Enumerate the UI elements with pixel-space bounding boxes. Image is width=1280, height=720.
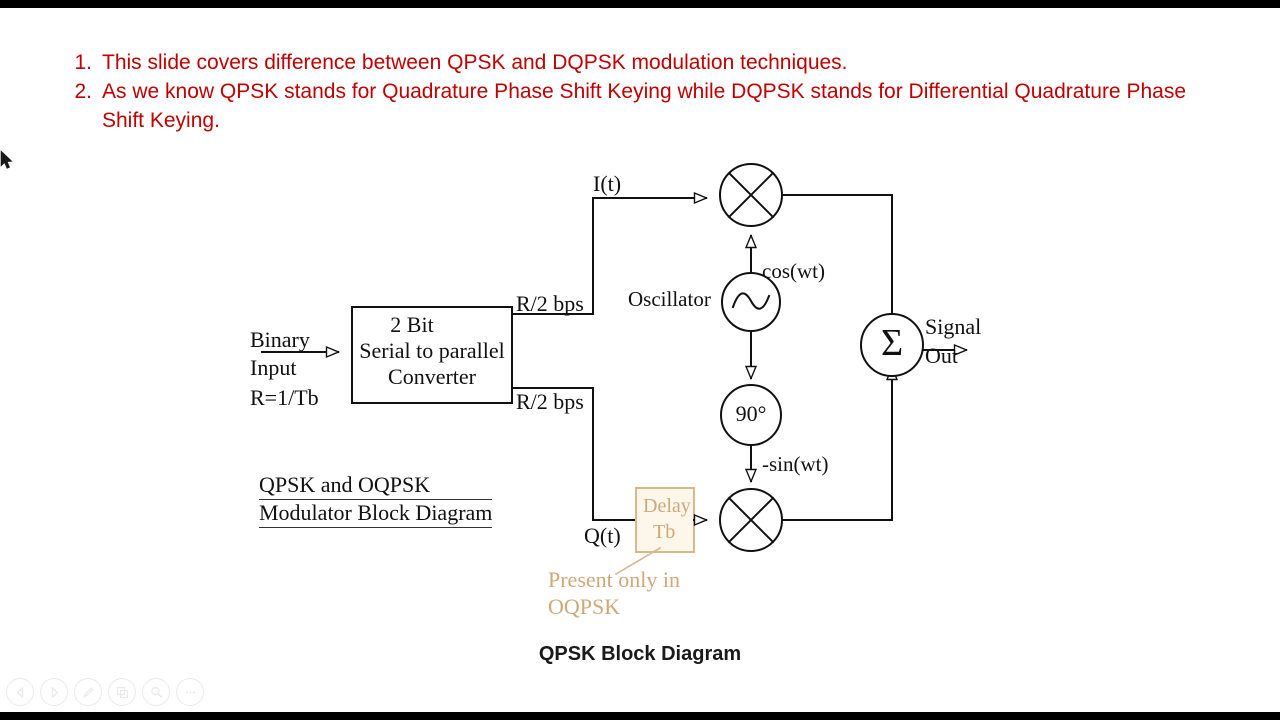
bullet-list: 1. This slide covers difference between … — [72, 48, 1202, 135]
sin-carrier-label: -sin(wt) — [762, 452, 829, 476]
binary-input-label-line1: Binary — [250, 327, 310, 352]
rate-label-top: R/2 bps — [516, 291, 584, 316]
phase-shifter-label: 90° — [735, 401, 767, 426]
signal-out-label-line1: Signal — [925, 314, 982, 339]
bullet-text: This slide covers difference between QPS… — [102, 51, 848, 74]
delay-note-line1: Present only in — [548, 567, 680, 592]
diagram-title-line1: QPSK and OQPSK — [259, 472, 493, 500]
diagram-title: QPSK and OQPSK Modulator Block Diagram — [259, 472, 493, 528]
letterbox-top — [0, 0, 1280, 8]
pen-icon — [82, 686, 94, 698]
delay-note-line2: OQPSK — [548, 594, 621, 619]
summer-sigma: Σ — [881, 322, 903, 364]
mouse-cursor-icon — [0, 150, 13, 169]
bullet-text: As we know QPSK stands for Quadrature Ph… — [102, 80, 1186, 132]
diagram-title-line2: Modulator Block Diagram — [259, 500, 493, 528]
zoom-button[interactable] — [142, 678, 170, 706]
converter-label-line1: 2 Bit — [390, 312, 434, 337]
diagram-vectors: Σ — [261, 163, 1280, 576]
cos-carrier-label: cos(wt) — [762, 259, 825, 283]
converter-label-line2: Serial to parallel — [359, 338, 505, 363]
converter-label-line3: Converter — [388, 364, 476, 389]
rate-label-bottom: R/2 bps — [516, 389, 584, 414]
pen-tool-button[interactable] — [74, 678, 102, 706]
presentation-toolbar[interactable] — [6, 678, 204, 706]
delay-block-label-line2: Tb — [653, 521, 676, 543]
back-arrow-icon — [16, 686, 23, 698]
delay-block-label-line1: Delay — [643, 495, 691, 517]
slide-caption: QPSK Block Diagram — [538, 643, 742, 665]
binary-input-label-line2: Input — [250, 355, 297, 380]
magnifier-icon — [150, 686, 162, 698]
bullet-number: 2. — [74, 80, 92, 103]
bullet-item: 2. As we know QPSK stands for Quadrature… — [72, 77, 1202, 135]
more-options-button[interactable] — [176, 678, 204, 706]
binary-input-rate-label: R=1/Tb — [250, 385, 319, 410]
bullet-number: 1. — [74, 51, 92, 74]
signal-out-label-line2: Out — [925, 343, 958, 368]
forward-arrow-icon — [51, 686, 58, 698]
letterbox-bottom — [0, 712, 1280, 720]
pages-icon — [116, 686, 128, 698]
oscillator-label: Oscillator — [628, 287, 711, 311]
i-branch-label: I(t) — [593, 171, 622, 196]
ellipsis-icon — [185, 691, 195, 693]
next-slide-button[interactable] — [40, 678, 68, 706]
slide-overview-button[interactable] — [108, 678, 136, 706]
previous-slide-button[interactable] — [6, 678, 34, 706]
bullet-item: 1. This slide covers difference between … — [72, 48, 1202, 77]
q-branch-label: Q(t) — [584, 523, 621, 548]
qpsk-block-diagram: Σ Binary Input R=1/Tb 2 Bit Serial to pa… — [0, 150, 1280, 670]
